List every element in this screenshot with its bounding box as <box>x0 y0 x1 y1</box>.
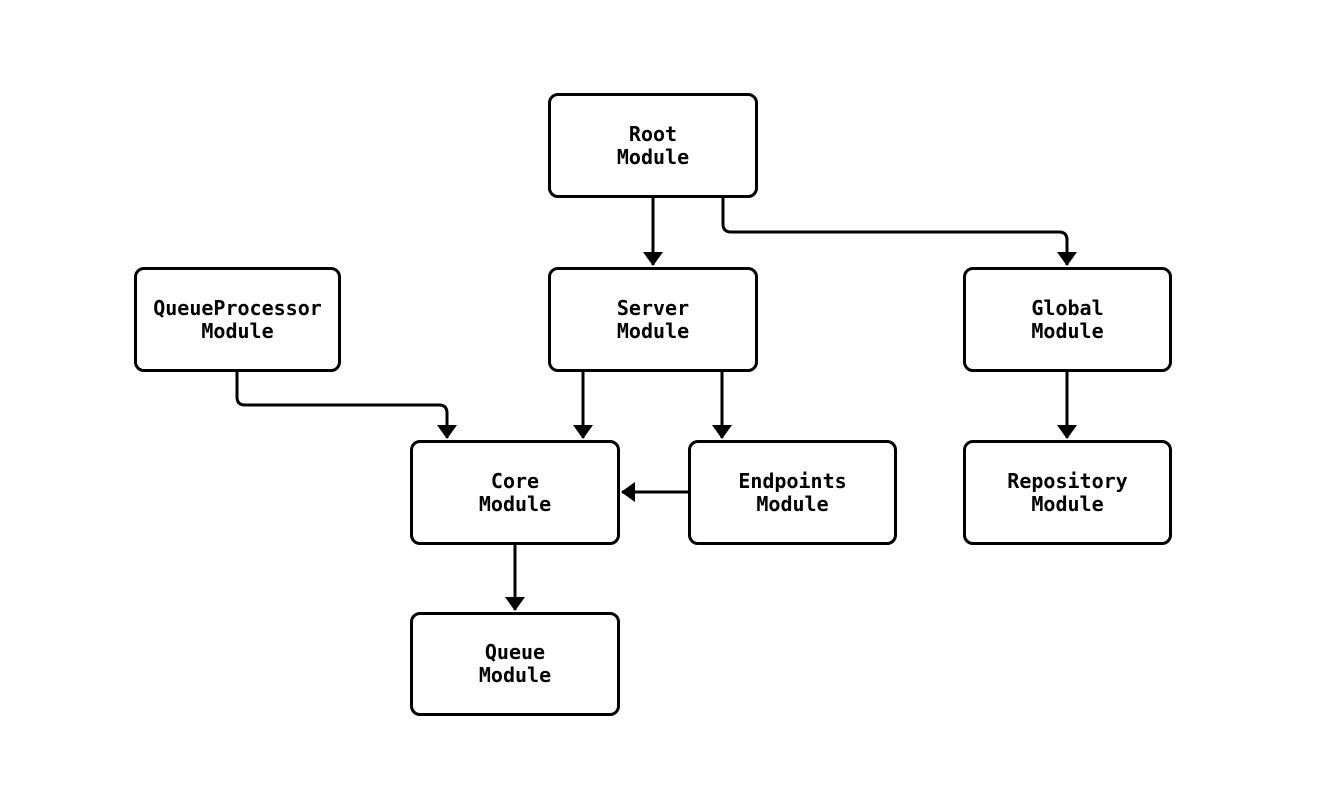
node-root-module: Root Module <box>548 93 758 198</box>
node-label: Server Module <box>616 295 690 343</box>
node-label: Queue Module <box>478 640 552 687</box>
node-label: Core Module <box>478 468 552 516</box>
node-label: Endpoints Module <box>738 468 847 516</box>
node-global-module: Global Module <box>963 267 1172 372</box>
edge-root-to-global <box>721 198 1077 266</box>
node-server-module: Server Module <box>548 267 758 372</box>
node-core-module: Core Module <box>410 440 620 545</box>
edge-queueprocessor-to-core <box>235 372 457 439</box>
node-endpoints-module: Endpoints Module <box>688 440 897 545</box>
node-label: Repository Module <box>1007 468 1128 516</box>
node-label: Global Module <box>1031 295 1104 343</box>
node-label: QueueProcessor Module <box>153 295 322 343</box>
node-queueprocessor-module: QueueProcessor Module <box>134 267 341 372</box>
node-repository-module: Repository Module <box>963 440 1172 545</box>
node-queue-module: Queue Module <box>410 612 620 716</box>
node-label: Root Module <box>616 121 690 169</box>
